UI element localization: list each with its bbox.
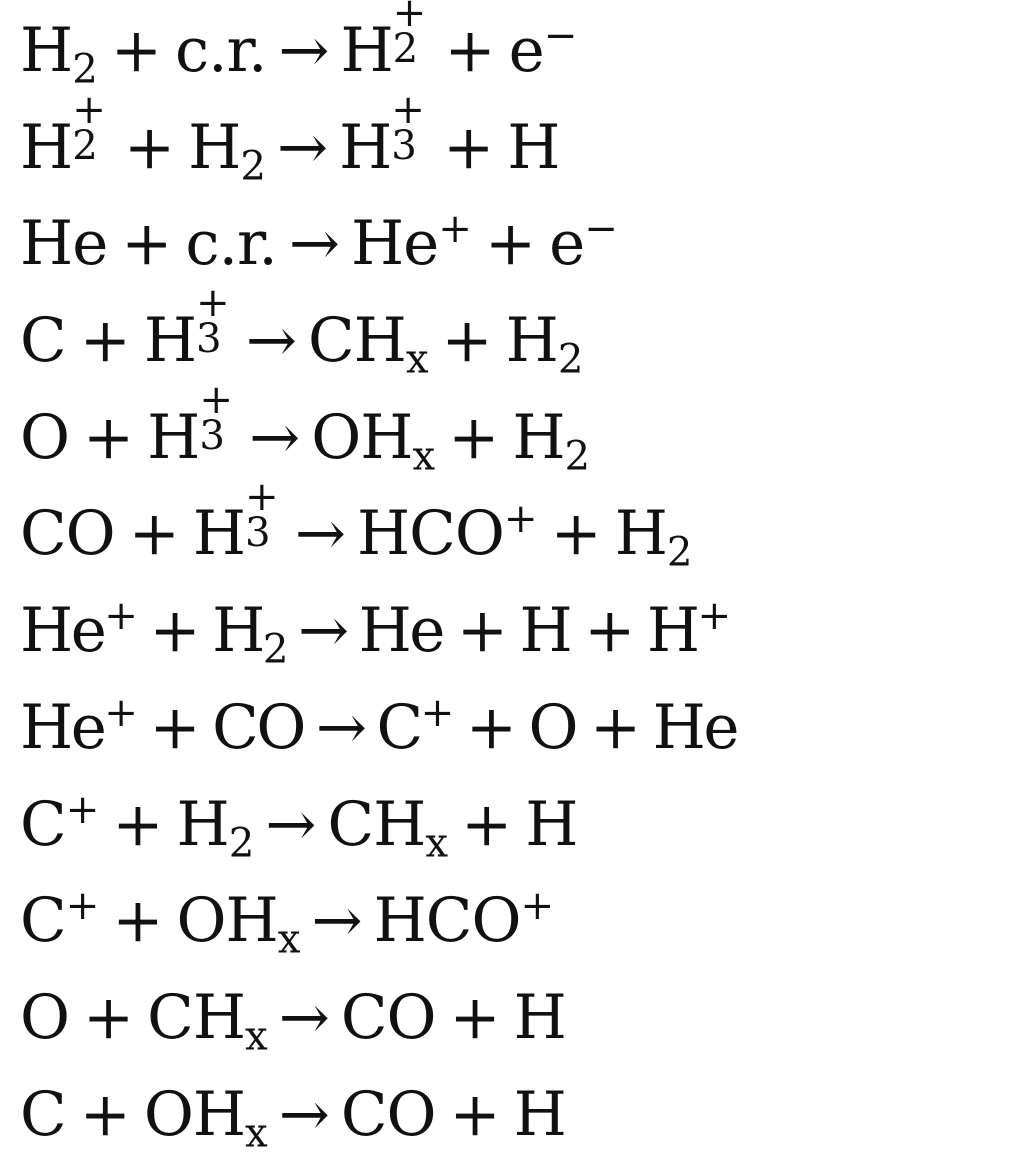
product: CHx <box>327 788 448 866</box>
reaction-row: C++OHx→HCO+ <box>20 880 1005 977</box>
reactant: H+3 <box>143 280 230 377</box>
reaction-arrow: → <box>278 1078 330 1150</box>
reactant: OHx <box>143 1078 268 1156</box>
reactant: H+3 <box>147 376 233 473</box>
reactant: H+2 <box>20 86 106 183</box>
reaction-arrow: → <box>294 498 346 570</box>
product: H <box>525 788 578 860</box>
reactant: c.r. <box>185 208 277 280</box>
reaction-arrow: → <box>278 15 329 86</box>
reaction-arrow: → <box>276 111 328 183</box>
reaction-row: C+OHx→CO+H <box>20 1074 1005 1170</box>
product: e− <box>508 12 578 86</box>
reaction-row: He++H2→He+H+H+ <box>20 590 1005 687</box>
reactant: CHx <box>147 981 268 1060</box>
reactant: C <box>20 305 67 377</box>
reaction-arrow: → <box>288 208 340 280</box>
plus-sign: + <box>112 788 163 860</box>
plus-sign: + <box>83 981 134 1053</box>
product: H+3 <box>339 86 425 183</box>
reaction-row: He+c.r.→He++e− <box>20 203 1005 300</box>
reaction-arrow: → <box>249 401 300 473</box>
product: CO <box>340 981 437 1053</box>
product: e− <box>549 206 618 280</box>
plus-sign: + <box>124 111 175 183</box>
product: He <box>652 691 740 763</box>
product: He+ <box>350 206 472 280</box>
reaction-row: O+CHx→CO+H <box>20 977 1005 1074</box>
reactant: He+ <box>20 689 138 763</box>
reaction-row: He++CO→C++O+He <box>20 687 1005 784</box>
product: CO <box>340 1078 437 1150</box>
product: H2 <box>614 498 693 576</box>
product: OHx <box>311 401 435 480</box>
reaction-row: H+2+H2→H+3+H <box>20 86 1005 204</box>
product: H <box>513 981 567 1053</box>
reaction-row: CO+H+3→HCO++H2 <box>20 473 1005 590</box>
product: H2 <box>512 401 590 480</box>
reactant: H2 <box>176 788 255 866</box>
product: He <box>358 595 446 667</box>
reactant: O <box>20 981 70 1053</box>
product: H+ <box>646 592 731 667</box>
plus-sign: + <box>149 595 201 667</box>
reactant: O <box>20 401 70 473</box>
reactant: H+3 <box>192 473 279 570</box>
reactant: CO <box>212 691 306 763</box>
reactant: c.r. <box>174 15 267 86</box>
product: H2 <box>505 305 584 383</box>
plus-sign: + <box>110 15 162 86</box>
reaction-arrow: → <box>315 691 367 763</box>
reactant: He <box>20 208 108 280</box>
reactant: OHx <box>176 885 301 963</box>
plus-sign: + <box>112 885 163 957</box>
reaction-arrow: → <box>311 885 362 957</box>
product: H+2 <box>340 0 426 86</box>
plus-sign: + <box>83 401 134 473</box>
reactant: C+ <box>20 883 99 957</box>
plus-sign: + <box>79 1078 131 1150</box>
plus-sign: + <box>456 595 508 667</box>
reactant: H2 <box>188 111 266 189</box>
plus-sign: + <box>484 208 536 280</box>
reactant: C+ <box>20 786 99 860</box>
plus-sign: + <box>149 691 201 763</box>
product: H <box>513 1078 567 1150</box>
plus-sign: + <box>128 498 180 570</box>
plus-sign: + <box>448 401 499 473</box>
reactant: C <box>20 1078 67 1150</box>
reaction-arrow: → <box>297 595 349 667</box>
plus-sign: + <box>121 208 172 280</box>
plus-sign: + <box>550 498 602 570</box>
plus-sign: + <box>79 305 131 377</box>
plus-sign: + <box>441 305 493 377</box>
reaction-list: H2+c.r.→H+2+e− H+2+H2→H+3+H He+c.r.→He++… <box>20 0 1005 1170</box>
reaction-arrow: → <box>265 788 316 860</box>
reaction-arrow: → <box>245 305 297 377</box>
plus-sign: + <box>449 981 501 1053</box>
plus-sign: + <box>444 15 495 86</box>
plus-sign: + <box>590 691 641 763</box>
reaction-row: O+H+3→OHx+H2 <box>20 376 1005 494</box>
reaction-row: C++H2→CHx+H <box>20 784 1005 881</box>
product: H <box>519 595 573 667</box>
plus-sign: + <box>584 595 635 667</box>
reactant: H2 <box>20 15 98 93</box>
product: H <box>507 111 560 183</box>
product: C+ <box>376 689 454 763</box>
product: O <box>528 691 579 763</box>
plus-sign: + <box>443 111 494 183</box>
plus-sign: + <box>461 788 512 860</box>
reaction-arrow: → <box>278 981 330 1053</box>
reactant: H2 <box>212 595 288 673</box>
reactant: CO <box>20 498 116 570</box>
product: HCO+ <box>373 883 555 957</box>
product: CHx <box>307 305 429 383</box>
reactant: He+ <box>20 592 138 667</box>
plus-sign: + <box>465 691 517 763</box>
product: HCO+ <box>356 496 538 570</box>
plus-sign: + <box>449 1078 501 1150</box>
reaction-row: C+H+3→CHx+H2 <box>20 280 1005 397</box>
reaction-row: H2+c.r.→H+2+e− <box>20 0 1005 107</box>
